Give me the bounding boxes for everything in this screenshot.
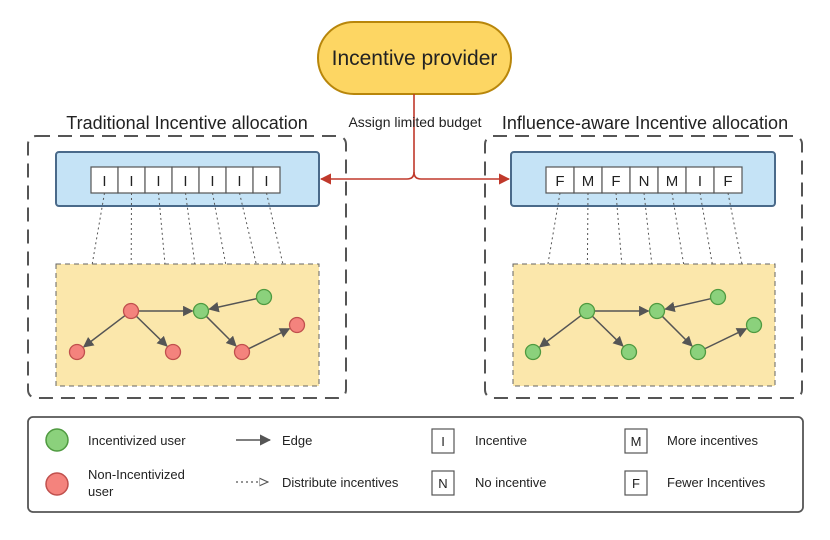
right-allocation-cell: F [713, 166, 743, 194]
right-allocation-symbol: F [723, 173, 732, 190]
left-network-edge [248, 328, 291, 350]
left-network-edge [205, 315, 237, 347]
left-non-incentivized-user [233, 343, 251, 361]
legend-non-incentivized-line2: user [88, 484, 114, 499]
budget-arrows: Assign limited budget [319, 94, 511, 185]
right-allocation-cell: I [685, 166, 715, 194]
left-allocation-cell: I [198, 166, 227, 194]
legend-no-incentive-label: No incentive [475, 475, 547, 490]
right-incentivized-user [709, 288, 727, 306]
left-allocation-cell: I [225, 166, 254, 194]
legend-more-box [624, 428, 648, 454]
legend: Incentivized user Non-Incentivized user … [27, 416, 804, 513]
left-allocation-cell: I [252, 166, 281, 194]
right-incentivized-user [620, 343, 638, 361]
right-allocation-symbol: M [582, 173, 595, 190]
left-network-edges [82, 297, 291, 350]
left-incentivized-user [255, 288, 273, 306]
left-non-incentivized-user [122, 302, 140, 320]
right-allocation-symbol: F [611, 173, 620, 190]
legend-more-label: More incentives [667, 433, 759, 448]
left-allocation-symbol: I [183, 173, 187, 190]
incentive-provider-label: Incentive provider [332, 47, 498, 70]
left-allocation-symbol: I [156, 173, 160, 190]
left-panel-title: Traditional Incentive allocation [66, 113, 307, 133]
right-incentivized-user [648, 302, 666, 320]
budget-label: Assign limited budget [348, 114, 481, 130]
left-network-edge [135, 315, 168, 347]
legend-non-incentivized-user-icon [45, 472, 69, 496]
right-incentivized-user [745, 316, 763, 334]
right-incentivized-user [689, 343, 707, 361]
right-allocation-symbol: N [639, 173, 650, 190]
right-allocation-cell: M [657, 166, 687, 194]
right-allocation-symbol: M [666, 173, 679, 190]
left-allocation-cell: I [144, 166, 173, 194]
left-allocation-symbol: I [264, 173, 268, 190]
left-network-area [55, 263, 320, 387]
legend-distribute-label: Distribute incentives [282, 475, 399, 490]
right-allocation-cell: N [629, 166, 659, 194]
left-panel: Traditional Incentive allocation I I I I I I I [27, 113, 347, 399]
right-allocation-cell: M [573, 166, 603, 194]
legend-fewer-box [624, 470, 648, 496]
left-allocation-symbol: I [237, 173, 241, 190]
right-allocation-cell: F [545, 166, 575, 194]
right-incentivized-user [578, 302, 596, 320]
legend-non-incentivized-line1: Non-Incentivized [88, 467, 185, 482]
right-network-edge [538, 314, 582, 348]
right-network-edges [538, 297, 748, 350]
legend-fewer-label: Fewer Incentives [667, 475, 766, 490]
left-incentivized-user [192, 302, 210, 320]
left-non-incentivized-user [164, 343, 182, 361]
legend-incentive-label: Incentive [475, 433, 527, 448]
left-allocation-symbol: I [102, 173, 106, 190]
left-allocation-symbol: I [129, 173, 133, 190]
right-allocation-cell: F [601, 166, 631, 194]
right-distribute-arrow [727, 192, 752, 316]
legend-incentive-box [431, 428, 455, 454]
legend-no-incentive-box [431, 470, 455, 496]
legend-incentive-symbol: I [441, 434, 445, 449]
right-network-edge [661, 315, 693, 347]
legend-no-incentive-symbol: N [438, 476, 447, 491]
left-allocation-cell: I [171, 166, 200, 194]
left-non-incentivized-user [288, 316, 306, 334]
legend-fewer-symbol: F [632, 476, 640, 491]
legend-edge-label: Edge [282, 433, 312, 448]
incentive-provider: Incentive provider [317, 21, 512, 95]
left-network-edge [82, 314, 126, 348]
right-incentivized-user [524, 343, 542, 361]
left-network-edge [208, 297, 257, 313]
left-allocation-symbol: I [210, 173, 214, 190]
legend-incentivized-user-label: Incentivized user [88, 433, 186, 448]
left-network-users [68, 288, 306, 361]
right-network-area [512, 263, 776, 387]
right-allocation-symbol: I [698, 173, 702, 190]
left-allocation-cell: I [117, 166, 146, 194]
right-network-edge [591, 315, 624, 347]
legend-non-incentivized-user-label: Non-Incentivized user [88, 467, 188, 499]
right-network-edge [704, 328, 748, 350]
legend-incentivized-user-icon [45, 428, 69, 452]
right-allocation-symbol: F [555, 173, 564, 190]
right-panel-title: Influence-aware Incentive allocation [502, 113, 788, 133]
right-network-edge [664, 297, 711, 313]
legend-frame [27, 416, 804, 513]
left-non-incentivized-user [68, 343, 86, 361]
left-allocation-cell: I [90, 166, 119, 194]
legend-more-symbol: M [631, 434, 642, 449]
right-network-users [524, 288, 763, 361]
